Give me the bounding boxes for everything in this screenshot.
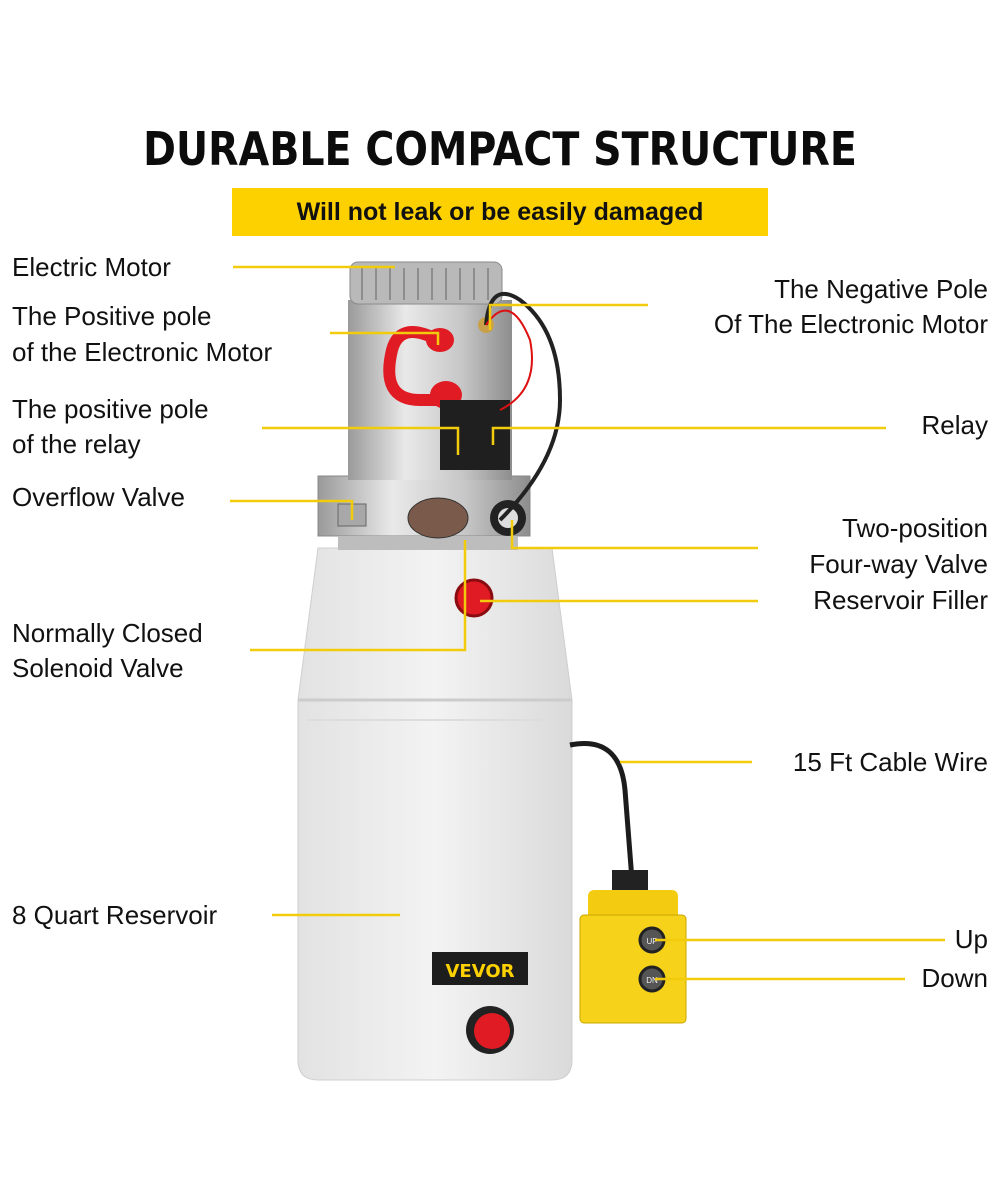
label-positive-pole-motor-2: of the Electronic Motor [12, 337, 273, 367]
reservoir-filler-cap [454, 578, 494, 618]
label-four-way-valve-2: Four-way Valve [809, 549, 988, 579]
label-reservoir-filler: Reservoir Filler [813, 585, 988, 615]
label-reservoir: 8 Quart Reservoir [12, 900, 218, 930]
down-button-text: DN [646, 976, 658, 985]
brand-logo: VEVOR [445, 961, 514, 982]
reservoir-tank [297, 547, 573, 1081]
label-overflow-valve: Overflow Valve [12, 482, 185, 512]
label-cable: 15 Ft Cable Wire [792, 747, 988, 777]
label-negative-pole-1: The Negative Pole [774, 274, 988, 304]
label-solenoid-valve-1: Normally Closed [12, 618, 203, 648]
label-relay: Relay [921, 410, 988, 440]
label-up: Up [954, 924, 988, 954]
label-down: Down [921, 963, 988, 993]
label-electric-motor: Electric Motor [12, 252, 171, 282]
subtitle-banner: Will not leak or be easily damaged [232, 188, 768, 236]
label-positive-pole-relay-2: of the relay [12, 429, 141, 459]
label-solenoid-valve-2: Solenoid Valve [12, 653, 184, 683]
valve-block [317, 475, 531, 550]
label-positive-pole-relay-1: The positive pole [12, 394, 209, 424]
leader-lines [230, 265, 945, 981]
label-negative-pole-2: Of The Electronic Motor [713, 309, 988, 339]
label-four-way-valve-1: Two-position [842, 513, 988, 543]
page-title: DURABLE COMPACT STRUCTURE [143, 122, 857, 176]
subtitle-text: Will not leak or be easily damaged [296, 197, 704, 226]
label-positive-pole-motor-1: The Positive pole [12, 301, 212, 331]
pendant-controller: UP DN [579, 870, 687, 1024]
cable-wire [569, 741, 635, 881]
vevor-badge [432, 952, 528, 985]
electric-motor [348, 261, 512, 480]
up-button-text: UP [646, 937, 657, 946]
